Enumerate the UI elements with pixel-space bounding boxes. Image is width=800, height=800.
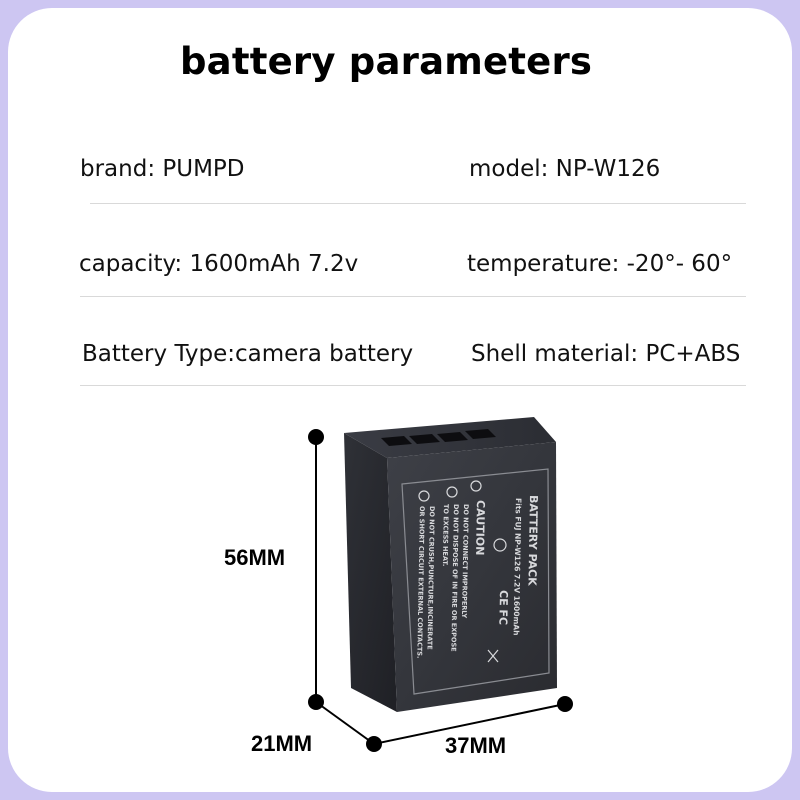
dimension-point-bottom-front [366,736,382,752]
page-title: battery parameters [180,40,593,83]
battery-label-text: BATTERY PACK Fits FUJ NP-W126 7.2V 1600m… [415,495,540,659]
disposal-icon [487,649,499,663]
label-line-4: DO NOT CRUSH,PUNCTURE,INCINERATE [425,506,436,650]
spec-temperature: temperature: -20°- 60° [467,251,733,277]
divider-1 [90,203,746,204]
spec-shell-material: Shell material: PC+ABS [471,341,741,367]
label-line-2: DO NOT DISPOSE OF IN FIRE OR EXPOSE [449,504,460,652]
minus-terminal-icon [446,486,458,498]
dimension-point-bottom-right [557,696,573,712]
spec-model: model: NP-W126 [469,156,661,182]
label-line-5: OR SHORT CIRCUIT EXTERNAL CONTACTS. [415,506,426,659]
depth-dimension-line [315,701,375,745]
warning-circle-icon [470,480,482,492]
divider-2 [80,296,746,297]
battery-side-face [344,433,397,712]
height-dimension-label: 56MM [224,545,286,570]
battery-label-frame [401,468,550,695]
battery-front-face [387,442,557,712]
divider-3 [80,385,746,386]
spec-brand: brand: PUMPD [80,156,245,182]
width-dimension-line [373,703,566,745]
width-dimension-label: 37MM [445,733,507,758]
label-caution: CAUTION [473,500,487,556]
battery-contacts [381,429,496,446]
recycle-icon [493,538,507,552]
depth-dimension-label: 21MM [251,731,313,756]
dimension-point-bottom-left [308,694,324,710]
label-model-line: Fits FUJ NP-W126 7.2V 1600mAh [512,498,523,636]
spec-capacity: capacity: 1600mAh 7.2v [79,251,359,277]
spec-battery-type: Battery Type:camera battery [82,341,414,367]
label-line-3: TO EXCESS HEAT. [441,504,450,566]
dimension-point-top [308,429,324,445]
label-line-1: DO NOT CONNECT IMPROPERLY [460,504,470,619]
label-marks: CE FC [496,590,510,625]
label-symbols [418,480,507,663]
plus-terminal-icon [418,490,430,502]
label-heading: BATTERY PACK [525,495,540,586]
